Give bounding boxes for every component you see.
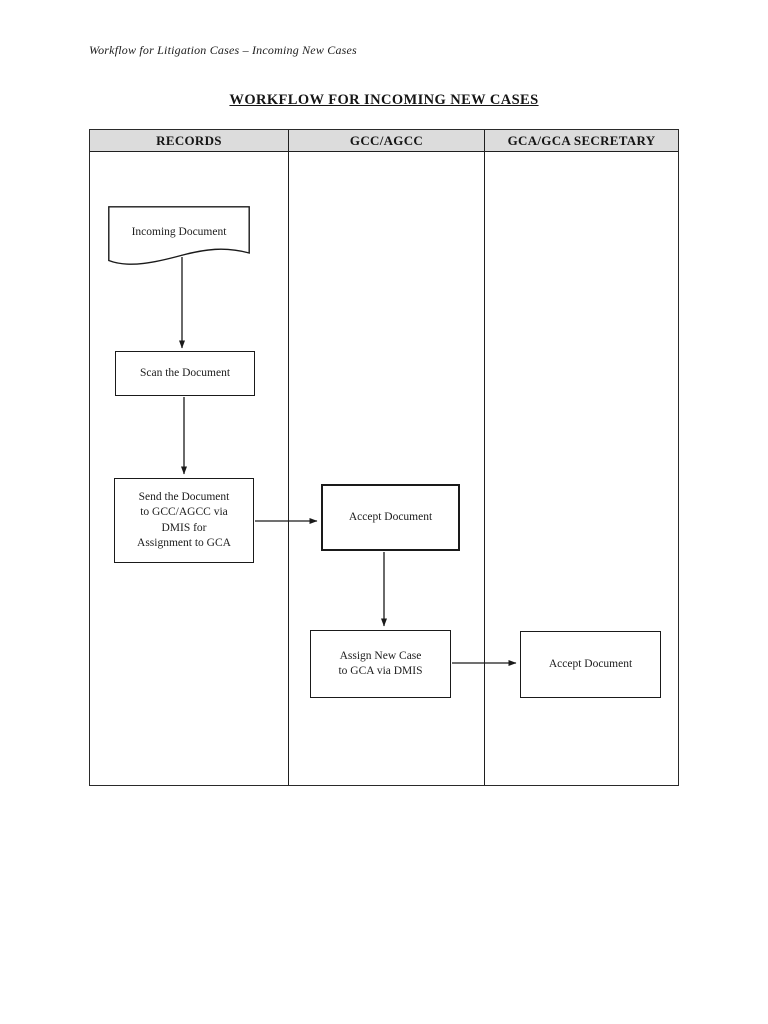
lane-header-gca-secretary: GCA/GCA SECRETARY	[484, 130, 678, 151]
swimlane-header-row: RECORDS GCC/AGCC GCA/GCA SECRETARY	[90, 130, 678, 152]
flow-node-assign-new-case: Assign New Case to GCA via DMIS	[310, 630, 451, 698]
swimlane-body	[90, 152, 678, 785]
lane-header-gcc-agcc: GCC/AGCC	[288, 130, 484, 151]
flow-node-accept-document-gcc: Accept Document	[321, 484, 460, 551]
flow-node-incoming-document: Incoming Document	[108, 206, 250, 270]
flow-node-label: Incoming Document	[131, 226, 227, 238]
flow-node-accept-document-gca: Accept Document	[520, 631, 661, 698]
document-shape-icon	[108, 206, 250, 265]
page-title: WORKFLOW FOR INCOMING NEW CASES	[0, 91, 768, 109]
flow-node-scan-the-document: Scan the Document	[115, 351, 255, 396]
swimlane-table: RECORDS GCC/AGCC GCA/GCA SECRETARY	[89, 129, 679, 786]
flow-node-send-the-document: Send the Document to GCC/AGCC via DMIS f…	[114, 478, 254, 563]
page-title-text: WORKFLOW FOR INCOMING NEW CASES	[229, 92, 539, 108]
lane-divider-2	[484, 152, 485, 785]
lane-divider-1	[287, 152, 289, 785]
page-header-note: Workflow for Litigation Cases – Incoming…	[89, 43, 357, 57]
lane-header-records: RECORDS	[156, 132, 222, 148]
